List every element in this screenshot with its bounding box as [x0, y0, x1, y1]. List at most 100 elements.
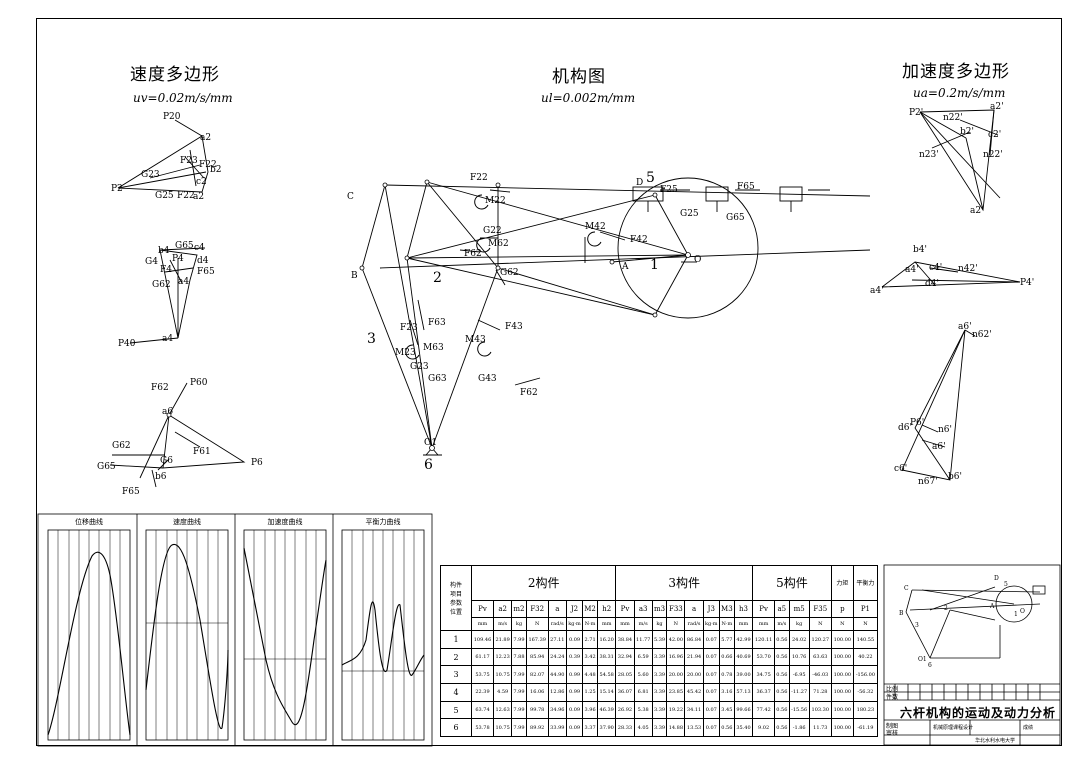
- table-extra-header: 平衡力: [852, 565, 879, 601]
- table-cell: 57.13: [733, 683, 754, 702]
- table-unit-cell: m/s: [774, 616, 790, 632]
- acc-label-n62: n62': [972, 330, 992, 340]
- label-mech-f22: F22: [470, 173, 488, 183]
- table-cell: 0.07: [702, 700, 720, 720]
- table-cell: 32.94: [615, 647, 635, 667]
- label-c2: c2: [196, 177, 207, 187]
- acc-label-d6: d6': [898, 423, 912, 433]
- table-cell: 46.39: [597, 700, 617, 720]
- mini-label-5: 5: [1004, 581, 1008, 588]
- tb-school-label: 华北水利水电大学: [975, 738, 1016, 744]
- table-unit-cell: N: [808, 616, 832, 632]
- label-f22: F22: [199, 160, 217, 170]
- label-g6: G6: [160, 456, 173, 466]
- balance-force-curve: [341, 601, 425, 676]
- label-mech-f25: F25: [660, 185, 678, 195]
- label-mech-f65: F65: [737, 182, 755, 192]
- link-2-label: 2: [433, 270, 442, 286]
- acc-label-n22b: n22': [983, 150, 1003, 160]
- label-g23: G23: [141, 170, 160, 180]
- table-cell: 3.39: [651, 718, 668, 737]
- table-unit-cell: rad/s: [684, 616, 704, 632]
- label-f65b: F65: [122, 487, 140, 497]
- label-g65: G65: [175, 241, 194, 251]
- table-unit-cell: N: [666, 616, 686, 632]
- table-position-cell: 6: [440, 718, 472, 737]
- tb-drawn-label: 制图: [886, 723, 899, 730]
- acc-label-n67: n67': [918, 477, 938, 487]
- displacement-curve-title: 位移曲线: [75, 518, 103, 526]
- table-cell: 28.33: [615, 718, 635, 737]
- corner-head-text: 参数: [449, 600, 462, 608]
- table-unit-cell: kg: [788, 616, 810, 632]
- link-6-label: 6: [424, 457, 433, 473]
- table-unit-cell: mm: [597, 616, 617, 632]
- mini-label-2: 2: [944, 605, 948, 612]
- acceleration-curve: [243, 547, 327, 726]
- acceleration-curve-title: 加速度曲线: [267, 518, 303, 526]
- drawing-frame: [36, 18, 1062, 746]
- label-f22b: F22: [177, 191, 195, 201]
- label-g62b: G62: [112, 441, 131, 451]
- table-unit-cell: m/s: [493, 616, 513, 632]
- mini-label-3: 3: [915, 622, 919, 629]
- label-mech-m62: M62: [488, 239, 509, 249]
- mini-label-o1: O1: [918, 656, 927, 663]
- table-cell: 14.88: [666, 718, 686, 737]
- table-cell: 0.39: [565, 647, 584, 667]
- label-p4: P4: [172, 254, 184, 264]
- link-1-label: 1: [650, 257, 659, 273]
- acc-label-n22: n22': [943, 113, 963, 123]
- acc-label-b6: b6': [948, 472, 962, 482]
- table-unit-cell: kg: [651, 616, 668, 632]
- table-unit-cell: kg: [511, 616, 527, 632]
- joint-o: O: [694, 255, 702, 265]
- label-a2: a2: [200, 133, 212, 143]
- corner-head-text: 项目: [449, 591, 462, 599]
- table-cell: 86.84: [684, 630, 704, 649]
- mini-label-a: A: [990, 603, 995, 610]
- table-cell: 37.90: [597, 718, 617, 737]
- table-cell: 45.42: [684, 683, 704, 702]
- table-unit-cell: mm: [470, 616, 495, 632]
- label-c4: c4: [194, 243, 205, 253]
- balance-force-curve-title: 平衡力曲线: [365, 518, 401, 526]
- joint-b: B: [351, 271, 358, 281]
- acc-label-a2: a2': [990, 102, 1004, 112]
- table-cell: 180.23: [852, 700, 879, 720]
- table-column-header: Pv: [615, 599, 635, 618]
- label-mech-f42: F42: [630, 235, 648, 245]
- velocity-polygon-title: 速度多边形: [130, 65, 220, 85]
- table-cell: 3.37: [582, 718, 599, 737]
- velocity-polygon-1: [117, 135, 209, 193]
- label-mech-g23: G23: [410, 362, 429, 372]
- acceleration-polygon-3: [901, 329, 966, 481]
- joint-o1: O1: [424, 438, 438, 448]
- label-b4: b4: [158, 246, 170, 256]
- acc-label-p6: P6': [910, 418, 925, 428]
- label-p60: P60: [190, 378, 208, 388]
- table-cell: -1.86: [788, 718, 810, 737]
- table-cell: 7.99: [511, 718, 527, 737]
- acc-label-n6: n6': [938, 425, 952, 435]
- label-mech-f43: F43: [505, 322, 523, 332]
- label-d2: a2: [193, 192, 205, 202]
- acc-label-a4: a4': [870, 286, 884, 296]
- mini-label-1: 1: [1014, 611, 1018, 618]
- label-a6: a6: [162, 407, 174, 417]
- acc-label-c6: c6': [894, 464, 908, 474]
- link-3-label: 3: [367, 331, 376, 347]
- label-mech-g22: G22: [483, 226, 502, 236]
- acc-label-d4: d4': [925, 279, 939, 289]
- table-cell: 16.96: [666, 647, 686, 667]
- label-g62: G62: [152, 280, 171, 290]
- table-cell: 3.39: [651, 647, 668, 667]
- table-cell: -61.19: [852, 718, 879, 737]
- table-cell: 35.40: [733, 718, 754, 737]
- label-mech-m42: M42: [585, 222, 606, 232]
